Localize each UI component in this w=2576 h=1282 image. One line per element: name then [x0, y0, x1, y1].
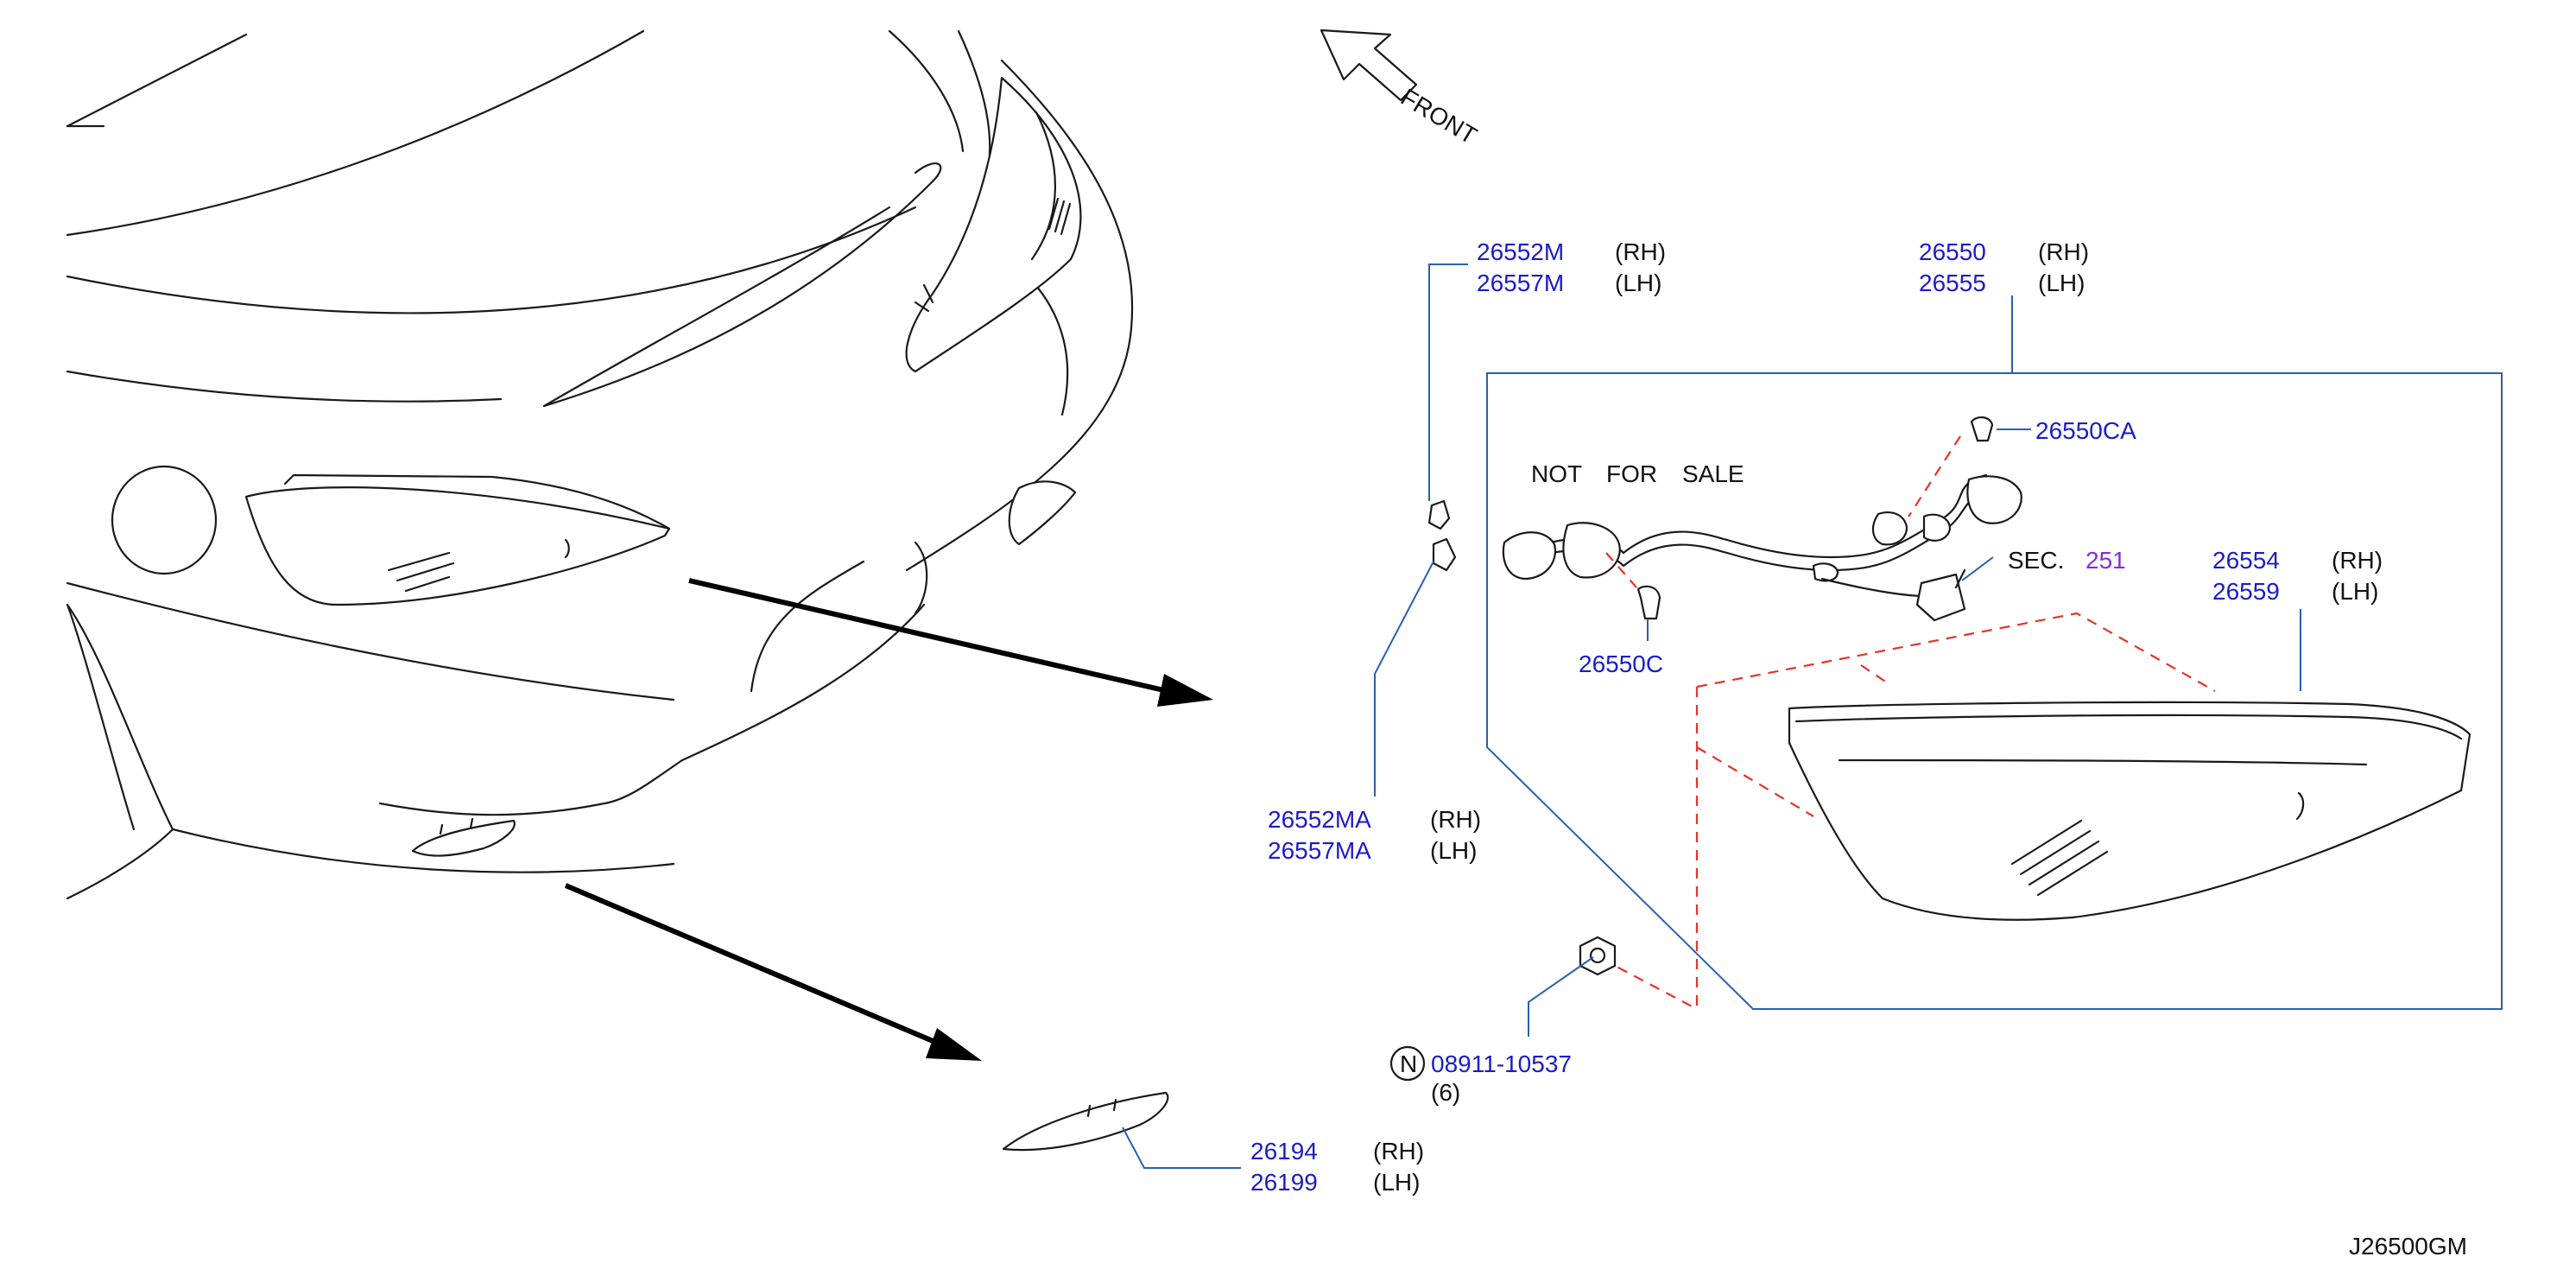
- part-side: (RH): [1373, 1138, 1424, 1165]
- label-harness: 26550 (RH) 26555 (LH): [1919, 238, 2089, 296]
- label-not-for-sale: NOT FOR SALE: [1531, 460, 1744, 487]
- part-number-26550CA: 26550CA: [2035, 417, 2136, 444]
- label-socket-ma: 26552MA (RH) 26557MA (LH): [1268, 806, 1481, 864]
- part-number-26557MA: 26557MA: [1268, 837, 1371, 864]
- car-body-illustration: [66, 29, 1134, 900]
- flange-nut: [1579, 936, 1617, 976]
- bulb-26550CA: [1970, 416, 1994, 442]
- label-lamp: 26554 (RH) 26559 (LH): [2212, 547, 2383, 605]
- part-side: (LH): [2332, 578, 2378, 605]
- label-nut: N 08911-10537 (6): [1389, 1045, 1572, 1106]
- part-number-26199: 26199: [1250, 1169, 1318, 1196]
- part-side: (RH): [2038, 238, 2089, 265]
- pointer-arrows: [564, 578, 1213, 1061]
- leader-lines: [1122, 263, 2301, 1169]
- sale-word: SALE: [1682, 460, 1744, 487]
- socket-lower: [1432, 537, 1457, 572]
- part-side: (LH): [2038, 270, 2085, 296]
- label-section-ref: SEC. 251: [2008, 547, 2126, 574]
- sec-number: 251: [2085, 547, 2126, 574]
- bulb-26550C: [1636, 585, 1661, 620]
- front-arrow: FRONT: [1320, 29, 1482, 149]
- dashed-assembly-lines: [1601, 435, 2216, 1010]
- not-word: NOT: [1531, 460, 1582, 487]
- headlamp-unit: [1788, 701, 2472, 921]
- part-side: (LH): [1373, 1169, 1420, 1196]
- part-side: (RH): [1430, 806, 1481, 833]
- part-number-08911-10537: 08911-10537: [1431, 1050, 1572, 1077]
- wiring-harness: [1502, 473, 2022, 622]
- part-side: (LH): [1615, 270, 1661, 296]
- sec-prefix: SEC.: [2008, 547, 2064, 574]
- nut-symbol: N: [1400, 1050, 1417, 1077]
- part-side: (LH): [1430, 837, 1477, 864]
- part-number-26555: 26555: [1919, 270, 1986, 296]
- for-word: FOR: [1606, 460, 1657, 487]
- part-number-26552M: 26552M: [1477, 238, 1564, 265]
- front-label: FRONT: [1396, 84, 1482, 149]
- part-quantity: (6): [1431, 1079, 1460, 1106]
- part-number-26550: 26550: [1919, 238, 1986, 265]
- socket-upper: [1427, 499, 1451, 530]
- assembly-outline: [1486, 372, 2503, 1010]
- part-number-26550C: 26550C: [1579, 651, 1663, 677]
- part-side: (RH): [2332, 547, 2383, 574]
- part-number-26557M: 26557M: [1477, 270, 1564, 296]
- part-number-26559: 26559: [2212, 578, 2280, 605]
- side-marker-lamp: [1002, 1091, 1169, 1152]
- label-socket-m: 26552M (RH) 26557M (LH): [1477, 238, 1666, 296]
- part-number-26194: 26194: [1250, 1138, 1318, 1165]
- part-number-26554: 26554: [2212, 547, 2280, 574]
- diagram-code: J26500GM: [2349, 1233, 2467, 1260]
- part-number-26552MA: 26552MA: [1268, 806, 1371, 833]
- part-side: (RH): [1615, 238, 1666, 265]
- label-side-marker: 26194 (RH) 26199 (LH): [1250, 1138, 1424, 1196]
